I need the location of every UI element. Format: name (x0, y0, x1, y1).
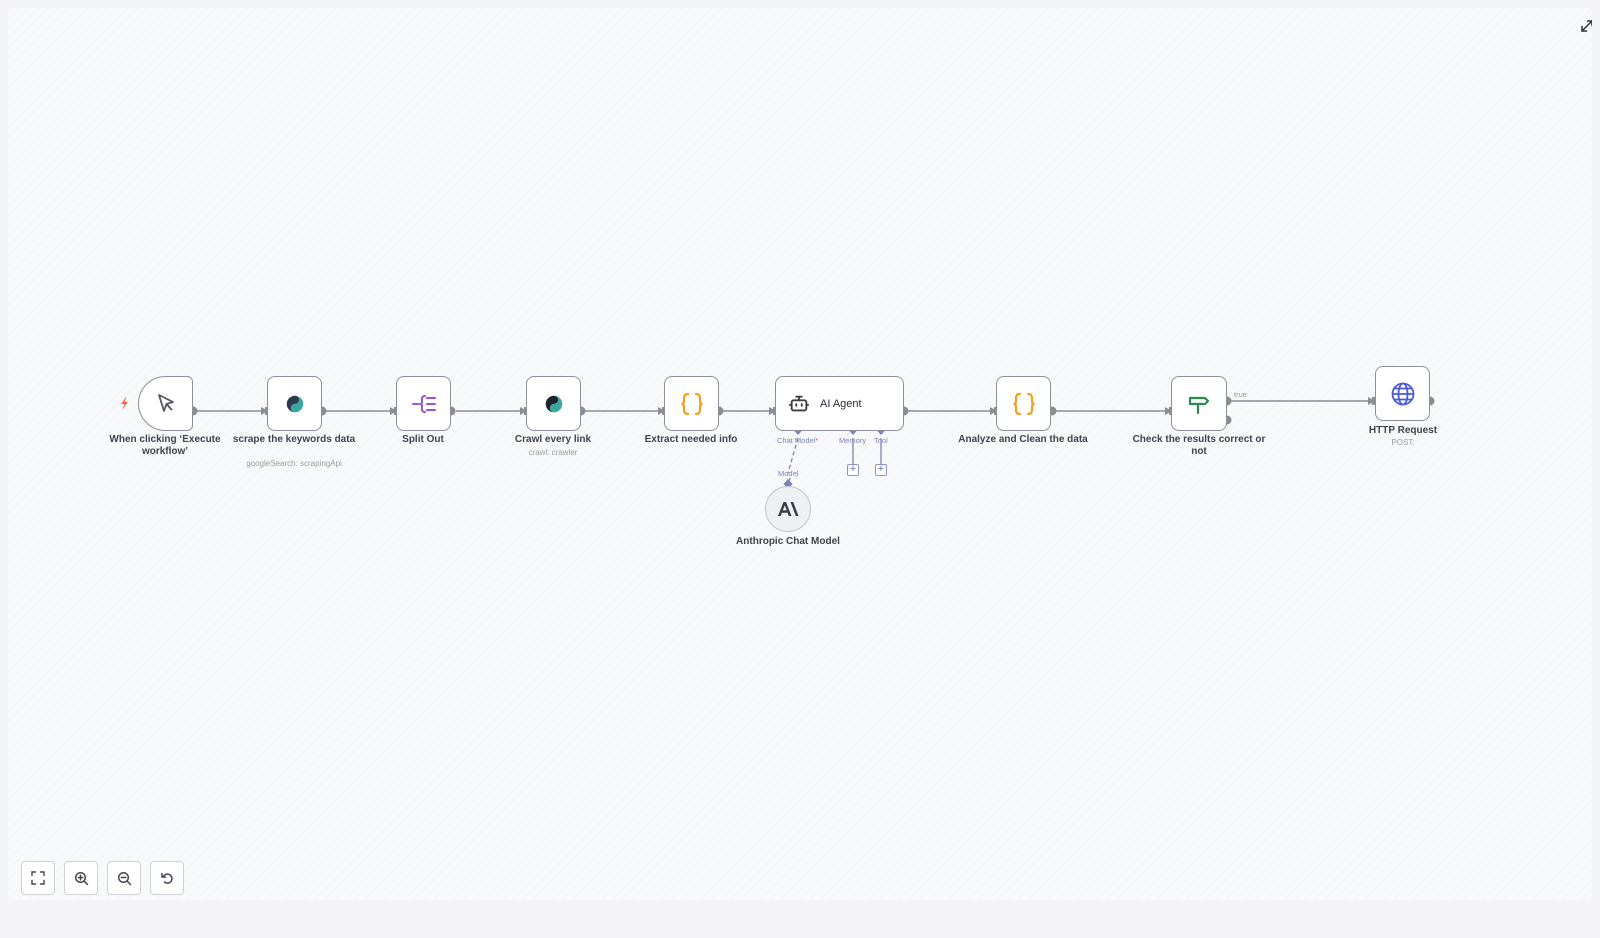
reset-zoom-button[interactable] (150, 861, 184, 895)
node-http-request[interactable] (1375, 366, 1430, 421)
node-analyze-clean[interactable] (996, 376, 1051, 431)
fit-view-icon (31, 871, 45, 885)
scraper-swirl-icon (286, 395, 303, 412)
model-port-label: Model (778, 469, 799, 478)
node-crawl-every-link[interactable] (526, 376, 581, 431)
split-out-icon (411, 394, 436, 413)
globe-icon (1391, 382, 1414, 405)
node-label: Check the results correct or not (1132, 434, 1266, 457)
add-tool-button[interactable]: + (875, 464, 887, 476)
node-label: Extract needed info (644, 434, 738, 445)
input-handle (994, 407, 997, 415)
cursor-icon (157, 393, 174, 412)
crawler-swirl-icon (545, 395, 562, 412)
zoom-in-button[interactable] (64, 861, 98, 895)
node-ai-agent[interactable]: AI Agent (775, 376, 904, 431)
input-handle (394, 407, 397, 415)
chat-model-port-label: Chat Model* (777, 436, 818, 445)
tool-port-label: Tool (874, 436, 888, 445)
add-memory-button[interactable]: + (847, 464, 859, 476)
node-label: HTTP Request (1368, 425, 1438, 436)
zoom-out-button[interactable] (107, 861, 141, 895)
node-subtitle: crawl: crawler (528, 448, 578, 457)
zoom-out-icon (117, 871, 131, 885)
port-text: Chat Model (777, 436, 816, 445)
braces-icon (680, 392, 703, 415)
input-handle (773, 407, 776, 415)
fit-view-button[interactable] (21, 861, 55, 895)
input-handle (524, 407, 527, 415)
braces-icon (1012, 392, 1035, 415)
input-handle (1372, 397, 1375, 405)
node-label: When clicking ‘Execute workflow’ (109, 434, 221, 457)
node-manual-trigger[interactable] (138, 376, 193, 431)
trigger-bolt-icon (121, 397, 128, 410)
node-split-out[interactable] (396, 376, 451, 431)
node-subtitle: POST: (1391, 438, 1415, 447)
anthropic-logo-icon (778, 502, 799, 516)
zoom-in-icon (74, 871, 88, 885)
edge-model-agent (787, 437, 799, 474)
node-check-results[interactable] (1171, 376, 1227, 431)
node-label: scrape the keywords data (232, 434, 356, 445)
node-label: Anthropic Chat Model (736, 536, 840, 547)
true-branch-label: true (1234, 390, 1247, 399)
node-scrape-keywords[interactable] (267, 376, 322, 431)
required-marker: * (815, 436, 819, 445)
input-handle (265, 407, 268, 415)
expand-icon[interactable] (1580, 19, 1592, 33)
node-label: Analyze and Clean the data (958, 434, 1088, 445)
node-anthropic-chat-model[interactable] (765, 486, 811, 532)
input-handle (662, 407, 665, 415)
input-handle (1169, 407, 1172, 415)
undo-icon (161, 872, 173, 884)
memory-port-label: Memory (839, 436, 867, 445)
node-label: Split Out (402, 434, 444, 445)
node-extract-needed-info[interactable] (664, 376, 719, 431)
canvas-controls (21, 861, 184, 895)
node-subtitle: googleSearch: scrapingApi (246, 459, 342, 468)
connections-layer (121, 396, 1435, 489)
node-label: Crawl every link (514, 434, 592, 445)
agent-title: AI Agent (820, 397, 862, 410)
robot-icon (788, 395, 810, 411)
workflow-canvas[interactable]: When clicking ‘Execute workflow’ scrape … (8, 8, 1592, 900)
signpost-icon (1188, 396, 1210, 414)
